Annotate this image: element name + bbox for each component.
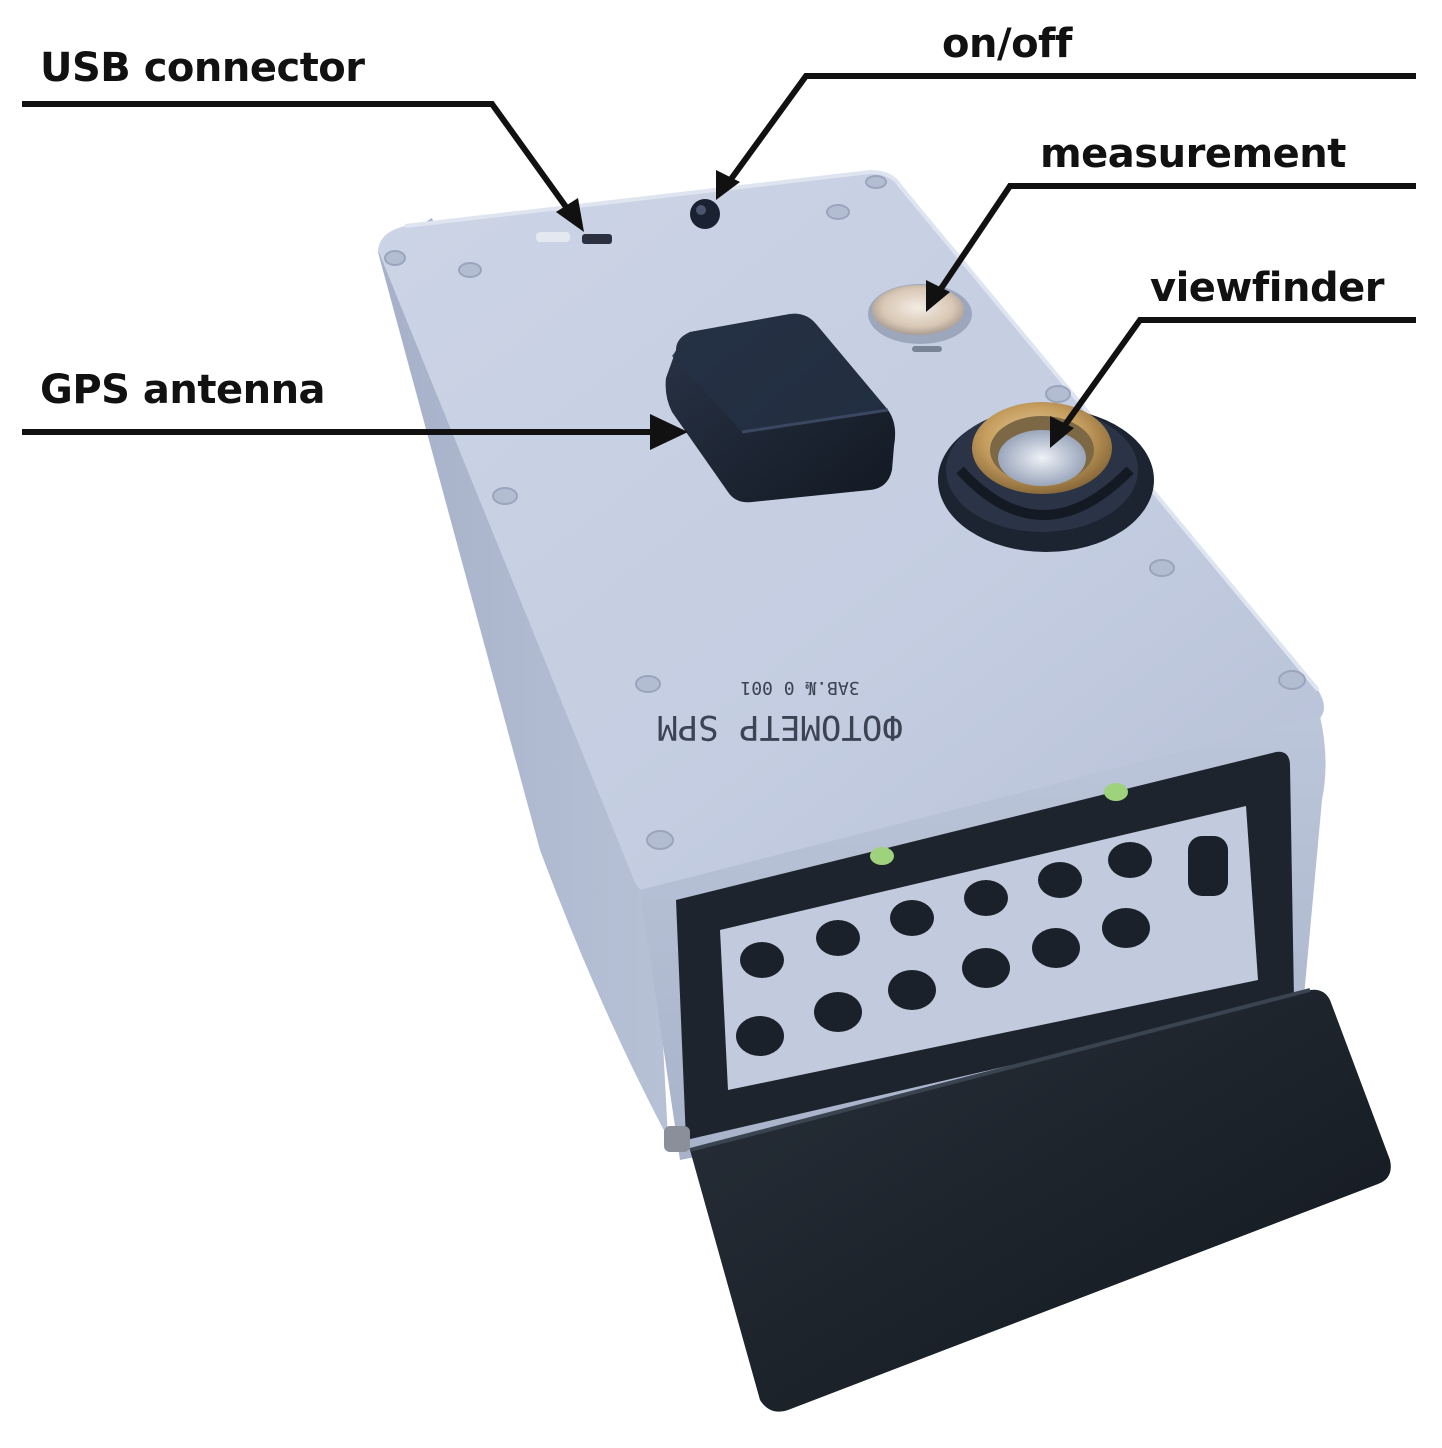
arrowhead-power bbox=[716, 170, 740, 200]
measurement-button bbox=[868, 284, 972, 352]
status-leds bbox=[870, 783, 1128, 865]
housing-left-face bbox=[378, 218, 668, 1138]
connector-sockets bbox=[736, 836, 1228, 1056]
label-measurement: measurement bbox=[1040, 131, 1346, 177]
screw-holes bbox=[384, 175, 1306, 850]
housing-top-face bbox=[378, 172, 1324, 893]
imprint-line-1: ФОТОМЕТР SPM bbox=[657, 707, 903, 747]
label-on-off: on/off bbox=[942, 21, 1072, 67]
gps-antenna-block bbox=[665, 313, 896, 503]
label-gps-antenna: GPS antenna bbox=[40, 367, 326, 413]
callout-arrowheads bbox=[556, 170, 1074, 450]
arrowhead-measurement bbox=[926, 280, 950, 312]
viewfinder-assembly bbox=[938, 402, 1154, 552]
usb-connector-port bbox=[536, 232, 612, 244]
housing-top-rim bbox=[404, 169, 1320, 692]
arrowhead-usb bbox=[556, 198, 584, 232]
label-usb-connector: USB connector bbox=[40, 45, 365, 91]
power-button bbox=[690, 199, 720, 229]
label-viewfinder: viewfinder bbox=[1150, 265, 1384, 311]
imprint-line-2: ЗАВ.№ 0 001 bbox=[740, 677, 859, 698]
arrowhead-gps bbox=[650, 414, 688, 450]
connector-door bbox=[664, 988, 1391, 1412]
arrowhead-viewfinder bbox=[1050, 416, 1074, 448]
housing-imprint: ФОТОМЕТР SPM ЗАВ.№ 0 001 bbox=[657, 677, 903, 747]
callout-lines bbox=[22, 73, 1416, 435]
